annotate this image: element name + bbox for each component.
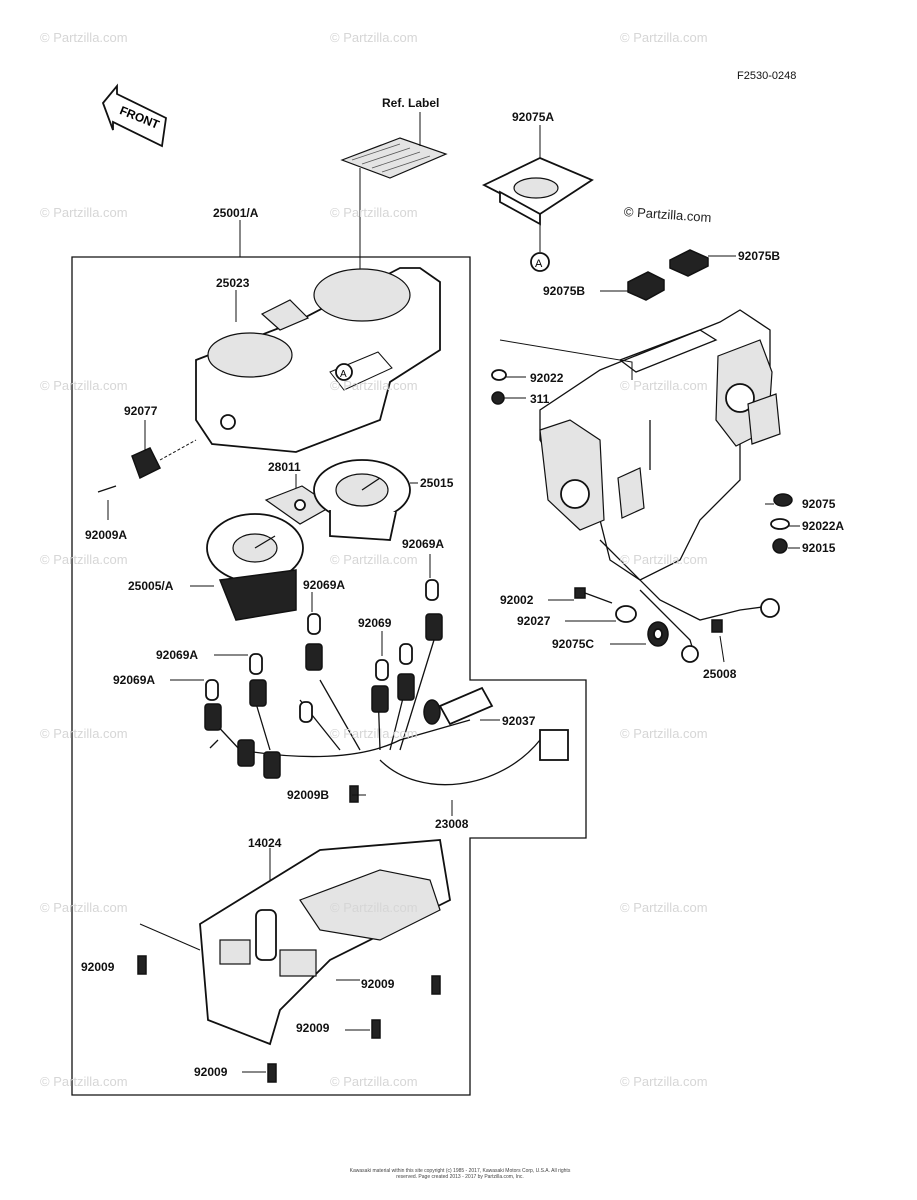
screw-92009A [97,485,117,493]
leader-lines [107,220,800,1073]
assembly-boundary [71,256,587,1096]
collar-92027 [615,605,637,623]
wire-harness-23008 [209,639,569,786]
washer-92022A [770,518,790,530]
part-label-92022A[interactable]: 92022A [802,519,845,533]
watermark: © Partzilla.com [40,30,128,45]
front-arrow: FRONT [101,83,167,148]
part-label-92009[interactable]: 92009 [194,1065,228,1079]
part-label-28011[interactable]: 28011 [268,460,301,474]
part-label-92009A[interactable]: 92009A [85,528,128,542]
watermark: © Partzilla.com [620,1074,708,1089]
meter-bracket [539,309,781,663]
part-label-92009B[interactable]: 92009B [287,788,330,802]
circle-marker-a: A [535,258,543,270]
part-label-25008[interactable]: 25008 [703,667,737,681]
grommet-92075C [647,621,669,647]
watermark: © Partzilla.com [40,900,128,915]
watermark: © Partzilla.com [40,205,128,220]
speedometer-25005A [206,513,304,621]
part-label-14024[interactable]: 14024 [248,836,282,850]
watermark: © Partzilla.com [330,726,418,741]
grommet-92075 [773,493,793,507]
watermark: © Partzilla.com [40,726,128,741]
watermark: © Partzilla.com [330,30,418,45]
part-label-92075C[interactable]: 92075C [552,637,595,651]
nut-311 [491,391,505,405]
watermark: © Partzilla.com [620,900,708,915]
watermark: © Partzilla.com [620,378,708,393]
part-label-25023[interactable]: 25023 [216,276,250,290]
watermark: © Partzilla.com [330,900,418,915]
part-label-92009[interactable]: 92009 [296,1021,330,1035]
watermark: © Partzilla.com [330,1074,418,1089]
drive-gear-92077 [131,439,197,480]
watermark: © Partzilla.com [330,205,418,220]
screw-92009B [349,785,359,803]
part-label-92015[interactable]: 92015 [802,541,836,555]
watermark: © Partzilla.com [330,378,418,393]
nut-92015 [772,538,788,554]
watermark: © Partzilla.com [40,1074,128,1089]
watermark: © Partzilla.com [40,378,128,393]
part-label-25005A[interactable]: 25005/A [128,579,174,593]
part-label-311[interactable]: 311 [530,392,550,406]
part-label-92022[interactable]: 92022 [530,371,564,385]
tachometer-25015 [313,459,411,541]
part-label-92009[interactable]: 92009 [361,977,395,991]
watermark: © Partzilla.com [40,552,128,567]
meter-case: A [195,267,441,453]
watermark: © Partzilla.com [620,726,708,741]
part-label-92069A[interactable]: 92069A [303,578,346,592]
screw-bracket [711,619,723,633]
part-label-92077[interactable]: 92077 [124,404,158,418]
part-label-92002[interactable]: 92002 [500,593,534,607]
part-label-92069[interactable]: 92069 [358,616,392,630]
copyright-note: Kawasaki material within this site copyr… [349,1168,571,1180]
part-label-92069A[interactable]: 92069A [402,537,445,551]
part-label-92037[interactable]: 92037 [502,714,536,728]
part-label-92027[interactable]: 92027 [517,614,551,628]
watermark: © Partzilla.com [620,552,708,567]
drawing-code: F2530-0248 [737,70,797,82]
part-label-92075A[interactable]: 92075A [512,110,555,124]
grommet-92075A [481,157,594,226]
cushion-92075B-upper [669,249,709,277]
part-label-92075B[interactable]: 92075B [738,249,781,263]
bulb-socket [204,579,443,779]
screw-92009 [137,955,441,1083]
meter-cover-14024 [199,839,451,1046]
watermark: © Partzilla.com [620,30,708,45]
part-label-25001A[interactable]: 25001/A [213,206,259,220]
ref-label-caption: Ref. Label [382,96,440,110]
part-label-92075[interactable]: 92075 [802,497,836,511]
cushion-92075B-lower [627,271,665,301]
svg-text:A: A [340,369,347,380]
clamp-92037 [423,686,494,726]
part-label-25015[interactable]: 25015 [420,476,454,490]
part-label-92069A[interactable]: 92069A [113,673,156,687]
part-label-92075B[interactable]: 92075B [543,284,586,298]
nut-92022 [491,369,507,381]
bolt-92002 [574,587,613,604]
part-label-92069A[interactable]: 92069A [156,648,199,662]
ref-label-sticker [340,137,448,179]
watermark: © Partzilla.com [330,552,418,567]
part-label-92009[interactable]: 92009 [81,960,115,974]
part-label-23008[interactable]: 23008 [435,817,469,831]
